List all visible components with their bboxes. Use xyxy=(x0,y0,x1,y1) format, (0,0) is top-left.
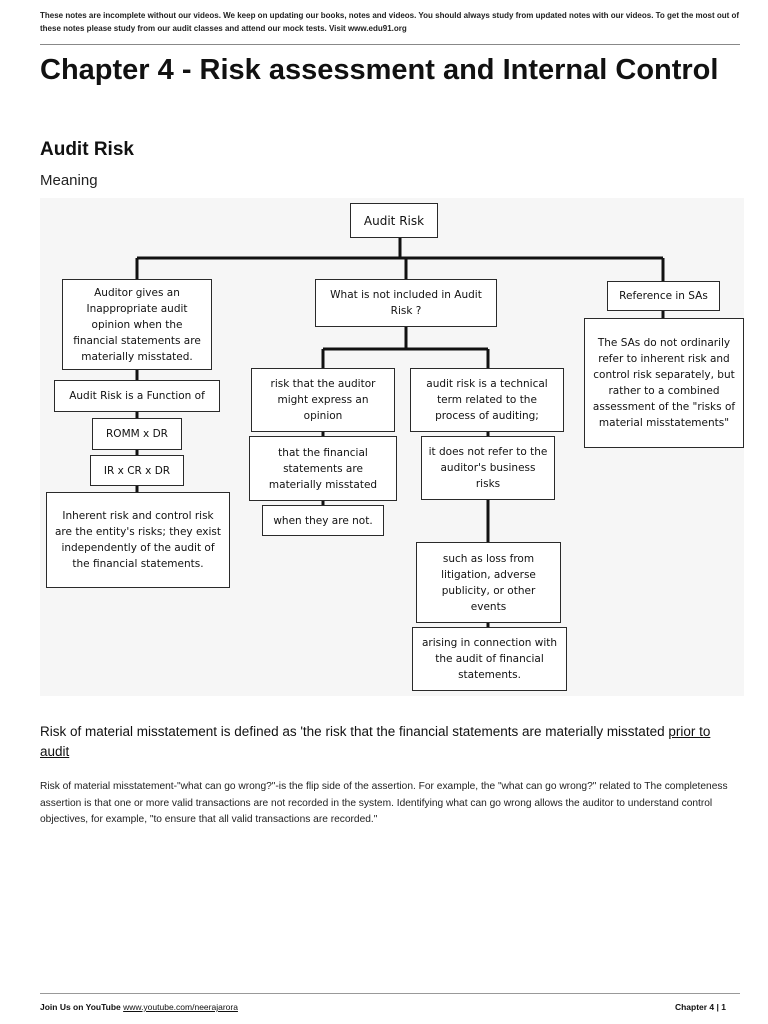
footer-divider xyxy=(40,993,740,994)
subsection-title: Meaning xyxy=(40,172,98,189)
when-they-are-not-box: when they are not. xyxy=(262,505,384,536)
technical-term-box: audit risk is a technical term related t… xyxy=(410,368,564,432)
romm-definition-text: Risk of material misstatement is defined… xyxy=(40,724,669,739)
footer-page-label: Chapter 4 | 1 xyxy=(674,1002,726,1012)
not-included-question-box: What is not included in Audit Risk ? xyxy=(315,279,497,327)
youtube-link[interactable]: www.youtube.com/neerajarora xyxy=(123,1002,238,1012)
formula-ir-cr-dr-box: IR x CR x DR xyxy=(90,455,184,486)
loss-examples-box: such as loss from litigation, adverse pu… xyxy=(416,542,561,623)
diagram-connectors xyxy=(135,238,665,627)
fs-misstated-box: that the financial statements are materi… xyxy=(249,436,397,501)
entity-risk-note-box: Inherent risk and control risk are the e… xyxy=(46,492,230,588)
romm-definition-paragraph: Risk of material misstatement is defined… xyxy=(40,722,740,762)
what-can-go-wrong-paragraph: Risk of material misstatement-"what can … xyxy=(40,781,728,825)
formula-romm-dr-box: ROMM x DR xyxy=(92,418,182,450)
risk-opinion-box: risk that the auditor might express an o… xyxy=(251,368,395,432)
reference-in-sas-box: Reference in SAs xyxy=(607,281,720,311)
page-title: Chapter 4 - Risk assessment and Internal… xyxy=(40,54,719,86)
business-risks-box: it does not refer to the auditor's busin… xyxy=(421,436,555,500)
arising-in-connection-box: arising in connection with the audit of … xyxy=(412,627,567,691)
footer-youtube: Join Us on YouTube www.youtube.com/neera… xyxy=(40,1002,238,1012)
root-audit-risk-box: Audit Risk xyxy=(350,203,438,238)
audit-risk-diagram: Audit Risk Auditor gives an Inappropriat… xyxy=(40,198,744,696)
definition-box: Auditor gives an Inappropriate audit opi… xyxy=(62,279,212,370)
function-of-box: Audit Risk is a Function of xyxy=(54,380,220,412)
header-notice: These notes are incomplete without our v… xyxy=(40,11,740,33)
header-divider xyxy=(40,44,740,45)
section-title: Audit Risk xyxy=(40,139,134,160)
footer-join-label: Join Us on YouTube xyxy=(40,1002,121,1012)
romm-definition-underlined: prior to audit xyxy=(40,724,711,759)
sas-combined-assessment-box: The SAs do not ordinarily refer to inher… xyxy=(584,318,744,448)
